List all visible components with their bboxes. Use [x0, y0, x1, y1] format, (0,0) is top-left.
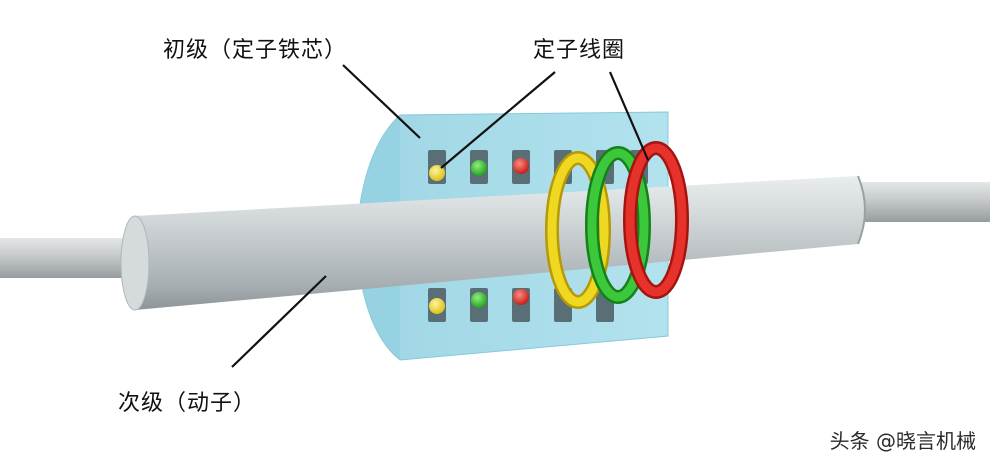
coil-green — [585, 146, 651, 304]
coil-red — [623, 141, 689, 299]
label-stator-coil: 定子线圈 — [533, 38, 626, 63]
label-primary-stator-core: 初级（定子铁芯） — [163, 38, 348, 63]
callout-lines — [231, 64, 650, 368]
coil-yellow — [545, 151, 611, 309]
rod-left — [0, 238, 140, 278]
rod-right — [860, 182, 990, 222]
stator-coils — [545, 141, 689, 309]
watermark: 头条 @晓言机械 — [829, 429, 976, 453]
label-secondary-mover: 次级（动子） — [118, 391, 257, 416]
